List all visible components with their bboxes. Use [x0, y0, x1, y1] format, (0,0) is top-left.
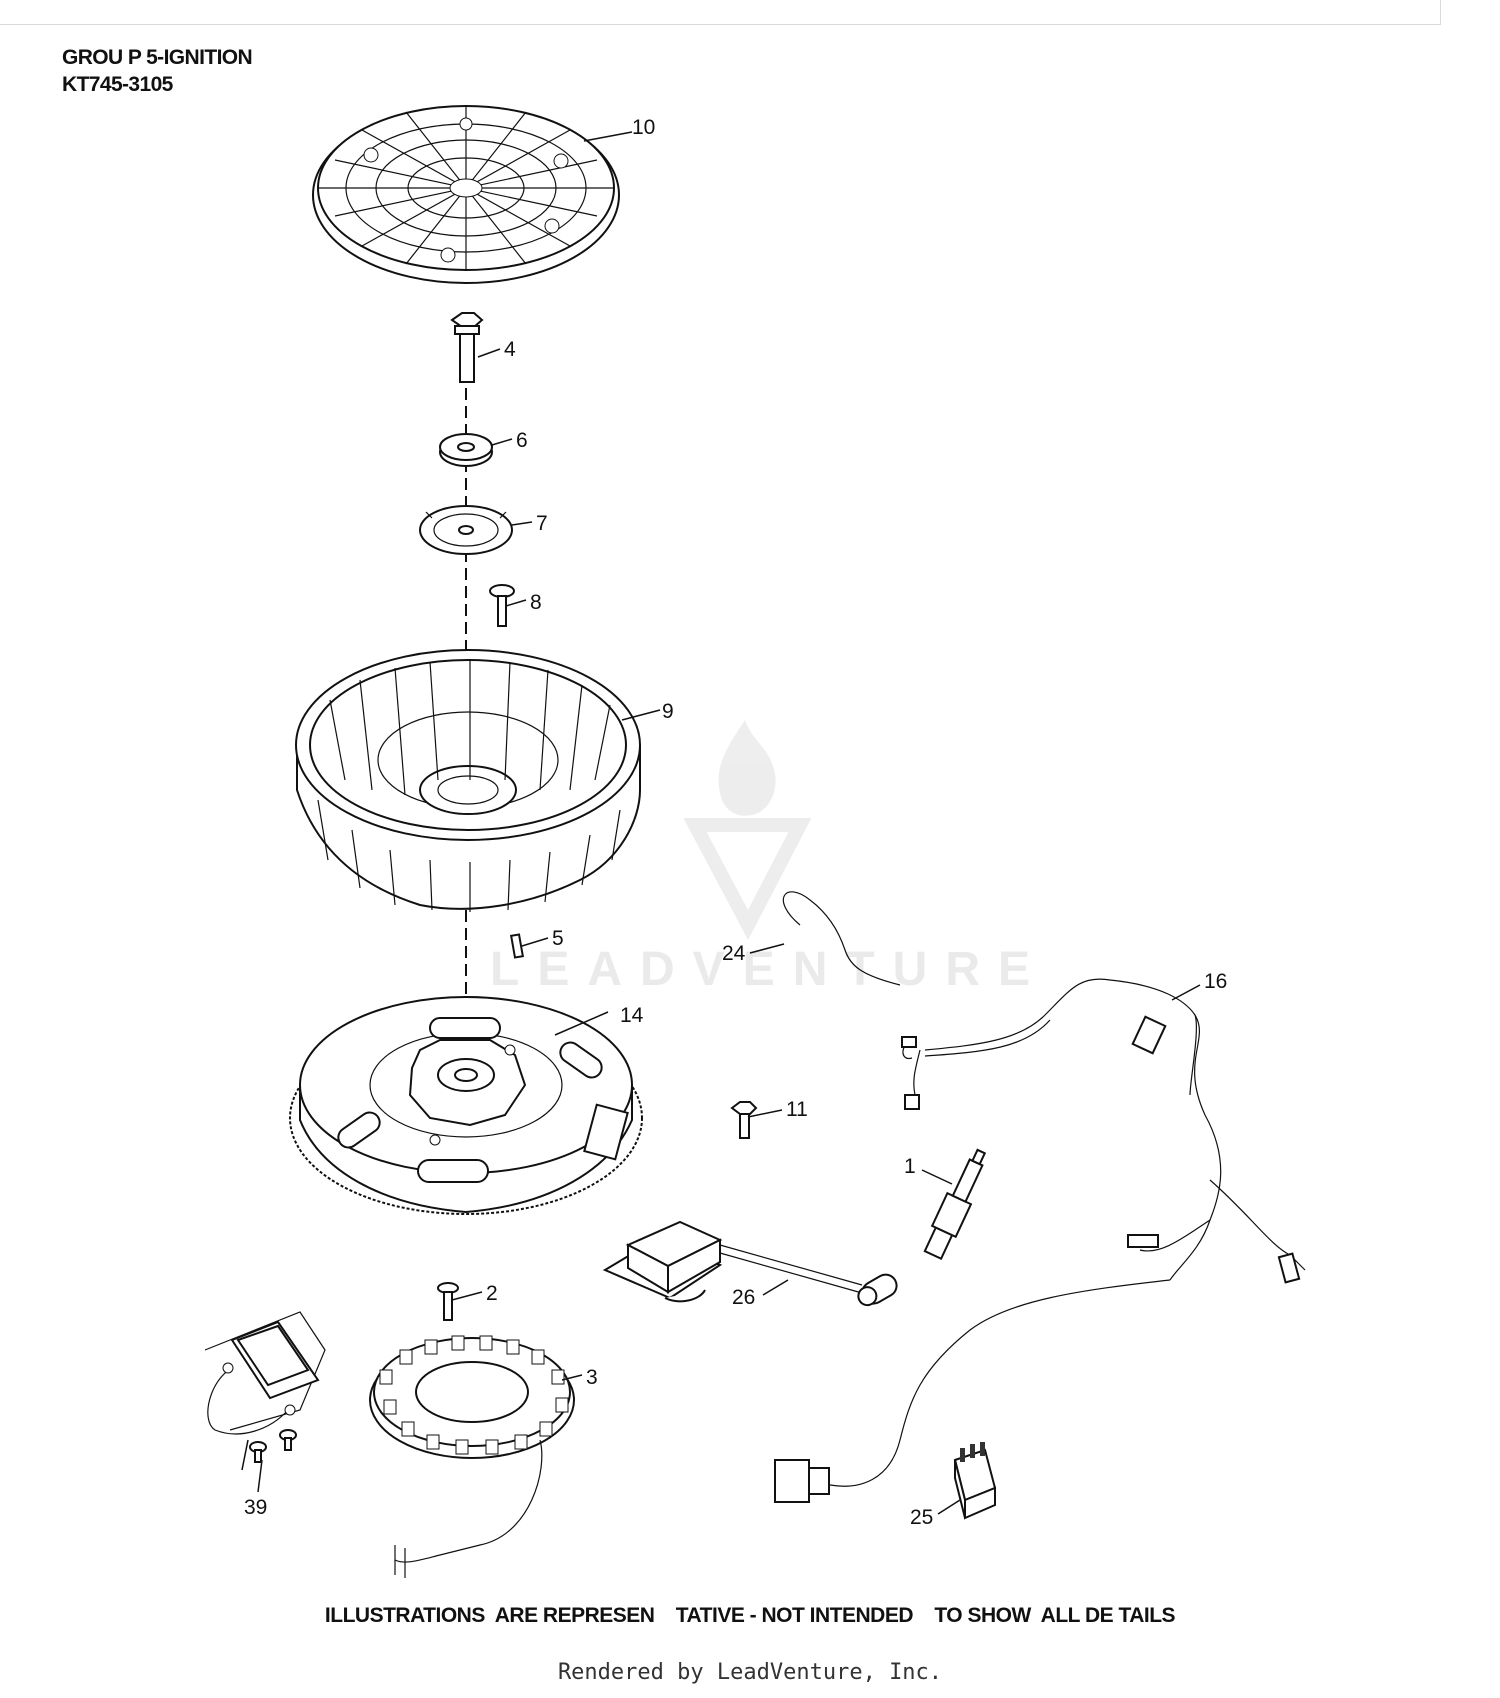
- part-11-screw[interactable]: [730, 1101, 758, 1139]
- callout-9: 9: [662, 700, 674, 723]
- callout-16: 16: [1204, 970, 1227, 993]
- top-border: [0, 24, 1440, 25]
- part-5-flywheel-key[interactable]: [509, 933, 525, 959]
- part-39-rectifier-regulator[interactable]: [204, 1311, 326, 1463]
- callout-6: 6: [516, 429, 528, 452]
- watermark-text: LEADVENTURE: [490, 943, 1048, 996]
- leadventure-watermark: LEADVENTURE: [490, 720, 1048, 996]
- callout-39: 39: [244, 1496, 267, 1519]
- part-3-stator[interactable]: [369, 1335, 575, 1578]
- part-4-flywheel-bolt[interactable]: [450, 312, 484, 383]
- part-2-stator-screw[interactable]: [437, 1282, 459, 1321]
- part-14-flywheel[interactable]: [289, 996, 643, 1215]
- callout-10: 10: [632, 116, 655, 139]
- leader-lines: [241, 131, 1201, 1515]
- part-8-screw[interactable]: [489, 584, 515, 627]
- callout-7: 7: [536, 512, 548, 535]
- part-26-ignition-module[interactable]: [602, 1220, 901, 1310]
- part-9-cooling-fan[interactable]: [295, 649, 641, 912]
- part-24-cable-tie[interactable]: [782, 891, 901, 986]
- callout-26: 26: [732, 1286, 755, 1309]
- callout-8: 8: [530, 591, 542, 614]
- part-1-spark-plug[interactable]: [921, 1146, 993, 1261]
- regulator-screws: [249, 1429, 297, 1463]
- part-6-washer[interactable]: [439, 433, 493, 467]
- callout-5: 5: [552, 927, 564, 950]
- page-header: GROU P 5-IGNITION KT745-3105: [62, 44, 253, 98]
- disclaimer-text: ILLUSTRATIONS ARE REPRESEN TATIVE - NOT …: [324, 1604, 1176, 1627]
- callout-4: 4: [504, 338, 516, 361]
- callout-2: 2: [486, 1282, 498, 1305]
- harness-connector: [774, 1459, 830, 1503]
- callout-numbers: 10 4 6 7 8 9 5 14 16 24 11 1 26 2 3 39 2…: [244, 116, 1227, 1529]
- callout-1: 1: [904, 1155, 916, 1178]
- callout-24: 24: [722, 942, 746, 965]
- callout-25: 25: [910, 1506, 933, 1529]
- callout-11: 11: [786, 1098, 808, 1121]
- right-border: [1440, 0, 1441, 25]
- callout-14: 14: [620, 1004, 644, 1027]
- model-number: KT745-3105: [62, 73, 173, 96]
- group-title: GROU P 5-IGNITION: [62, 46, 253, 69]
- rendered-by-credit: Rendered by LeadVenture, Inc.: [557, 1660, 943, 1685]
- part-16-wiring-harness[interactable]: [774, 978, 1306, 1503]
- part-10-debris-screen[interactable]: [312, 105, 620, 284]
- part-7-fan-retainer[interactable]: [419, 505, 513, 555]
- part-25-relay[interactable]: [953, 1442, 997, 1520]
- callout-3: 3: [586, 1366, 598, 1389]
